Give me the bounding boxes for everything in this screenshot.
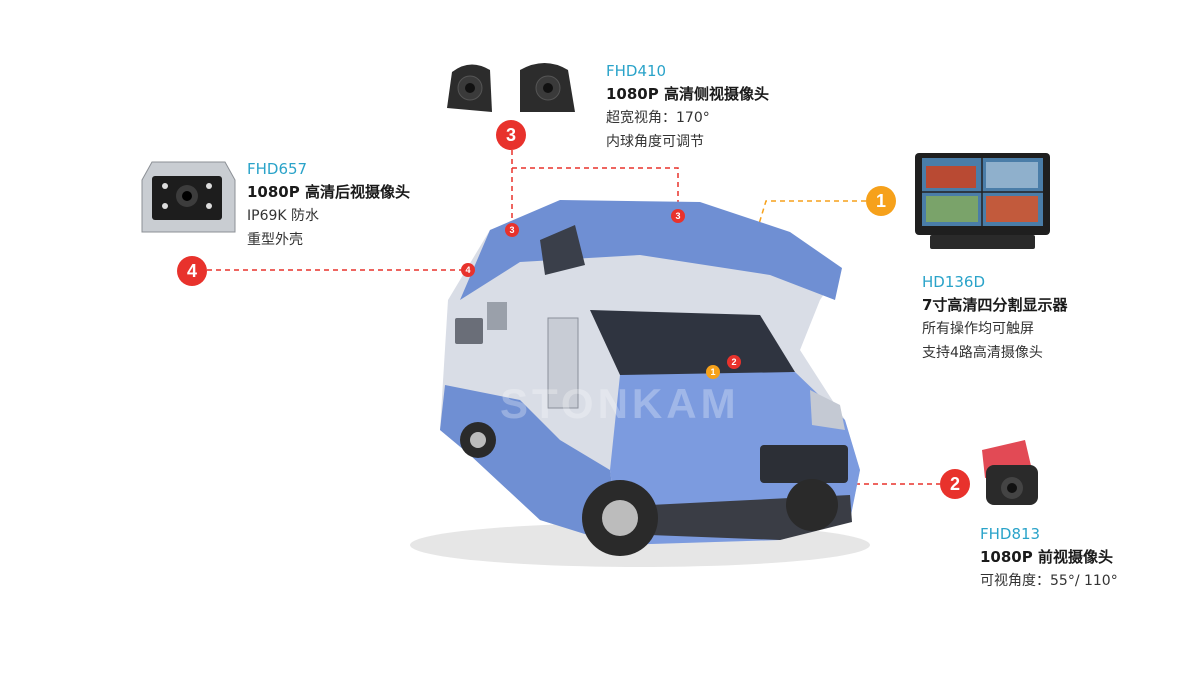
- badge-2-point: 2: [727, 355, 741, 369]
- watermark: STONKAM: [500, 380, 740, 427]
- info-fhd410: FHD410 1080P 高清侧视摄像头 超宽视角：170° 内球角度可调节: [606, 60, 769, 154]
- product-title: 7寸高清四分割显示器: [922, 296, 1068, 314]
- connector-3b: [512, 167, 679, 215]
- badge-1-point: 1: [706, 365, 720, 379]
- side-camera-image: [447, 63, 575, 112]
- info-fhd657: FHD657 1080P 高清后视摄像头 IP69K 防水 重型外壳: [247, 158, 410, 252]
- model-name: HD136D: [922, 273, 986, 291]
- feature-line: IP69K 防水: [247, 208, 320, 224]
- monitor-image: [915, 153, 1050, 249]
- badge-1: 1: [866, 186, 896, 216]
- badge-4-point: 4: [461, 263, 475, 277]
- model-name: FHD410: [606, 62, 667, 80]
- feature-line: 内球角度可调节: [606, 134, 704, 150]
- badge-3-point-b: 3: [671, 209, 685, 223]
- feature-line: 所有操作均可触屏: [922, 321, 1034, 337]
- model-name: FHD813: [980, 525, 1041, 543]
- badge-3: 3: [496, 120, 526, 150]
- info-fhd813: FHD813 1080P 前视摄像头 可视角度：55°/ 110°: [980, 523, 1118, 593]
- model-name: FHD657: [247, 160, 308, 178]
- rear-camera-image: [141, 161, 236, 233]
- badge-2: 2: [940, 469, 970, 499]
- badge-4: 4: [177, 256, 207, 286]
- front-camera-image: [982, 440, 1038, 505]
- product-title: 1080P 高清后视摄像头: [247, 183, 410, 201]
- feature-line: 超宽视角：170°: [606, 110, 710, 126]
- info-hd136d: HD136D 7寸高清四分割显示器 所有操作均可触屏 支持4路高清摄像头: [922, 271, 1067, 365]
- badge-3-point-a: 3: [505, 223, 519, 237]
- product-title: 1080P 高清侧视摄像头: [606, 85, 769, 103]
- product-title: 1080P 前视摄像头: [980, 548, 1113, 566]
- feature-line: 支持4路高清摄像头: [922, 345, 1043, 361]
- feature-line: 重型外壳: [247, 232, 303, 248]
- feature-line: 可视角度：55°/ 110°: [980, 573, 1118, 589]
